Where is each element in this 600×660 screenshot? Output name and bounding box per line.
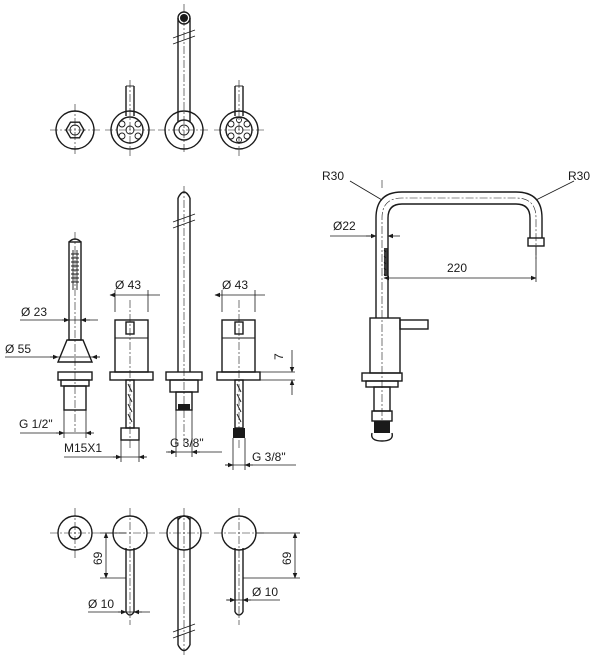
wall-view (50, 508, 300, 655)
spout-side (361, 180, 545, 442)
valve-top-left (105, 80, 155, 156)
label-m15x1: M15X1 (64, 441, 102, 455)
wall-spout (159, 508, 209, 655)
hand-shower (56, 232, 94, 432)
dimensions-front (5, 290, 296, 470)
hex-nut-top (50, 104, 100, 156)
label-dia22: Ø22 (333, 219, 356, 233)
label-dia43-left: Ø 43 (115, 278, 141, 292)
dimensions-wall (88, 532, 300, 615)
dimension-labels: R30 R30 Ø22 220 Ø 43 Ø 43 Ø 23 Ø 55 7 G … (5, 169, 590, 611)
spout-top-circle (172, 4, 196, 152)
label-dia43-right: Ø 43 (222, 278, 248, 292)
valve-front-right (216, 300, 261, 448)
valve-top-right (214, 80, 264, 156)
label-r30-left: R30 (322, 169, 344, 183)
label-g38-spout: G 3/8" (170, 436, 204, 450)
spout-front (165, 186, 203, 448)
wall-rosette-1 (50, 508, 100, 558)
spout-base-top (158, 110, 210, 150)
wall-valve-2 (214, 508, 264, 625)
side-view (330, 180, 575, 442)
top-view (50, 4, 264, 156)
label-g12: G 1/2" (19, 417, 53, 431)
label-dia10-right: Ø 10 (252, 585, 278, 599)
label-220: 220 (447, 261, 467, 275)
label-69-left: 69 (91, 551, 105, 565)
label-r30-right: R30 (568, 169, 590, 183)
label-7: 7 (272, 353, 286, 360)
valve-front-left (109, 300, 154, 448)
label-69-right: 69 (280, 551, 294, 565)
label-dia55: Ø 55 (5, 342, 31, 356)
label-g38-right: G 3/8" (252, 450, 286, 464)
front-view (5, 186, 296, 470)
label-dia23: Ø 23 (21, 305, 47, 319)
label-dia10-left: Ø 10 (88, 597, 114, 611)
dimensions-side (330, 180, 575, 282)
